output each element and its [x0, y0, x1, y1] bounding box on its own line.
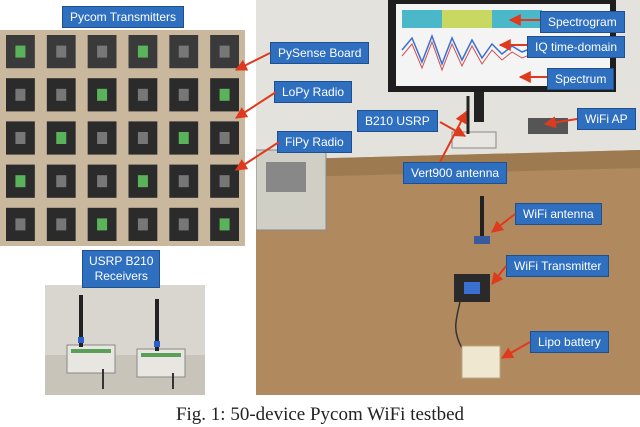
usrp-b210-receivers-label: USRP B210 Receivers [82, 250, 161, 288]
pycom-boards-grid [0, 30, 245, 246]
iq-time-domain-label: IQ time-domain [527, 36, 626, 58]
figure-caption: Fig. 1: 50-device Pycom WiFi testbed [175, 404, 465, 425]
wifi-ap-label: WiFi AP [577, 108, 636, 130]
usrp-receivers-photo [45, 285, 205, 395]
spectrum-label: Spectrum [547, 68, 615, 90]
lipo-battery-device [461, 345, 501, 379]
pysense-board-label: PySense Board [270, 42, 370, 64]
usrp-receivers-scene [45, 285, 205, 395]
pycom-transmitters-label: Pycom Transmitters [62, 6, 185, 28]
vert900-antenna-label: Vert900 antenna [403, 162, 508, 184]
lipo-battery-label: Lipo battery [530, 331, 609, 353]
spectrogram-label: Spectrogram [540, 11, 625, 33]
wifi-transmitter-label: WiFi Transmitter [506, 255, 610, 277]
lopy-radio-label: LoPy Radio [274, 81, 353, 103]
wifi-antenna-label: WiFi antenna [515, 203, 602, 225]
b210-usrp-device [451, 131, 497, 149]
wifi-ap-device [528, 118, 568, 134]
b210-usrp-label: B210 USRP [357, 110, 438, 132]
fipy-radio-label: FiPy Radio [277, 131, 352, 153]
pycom-transmitters-photo [0, 30, 245, 246]
